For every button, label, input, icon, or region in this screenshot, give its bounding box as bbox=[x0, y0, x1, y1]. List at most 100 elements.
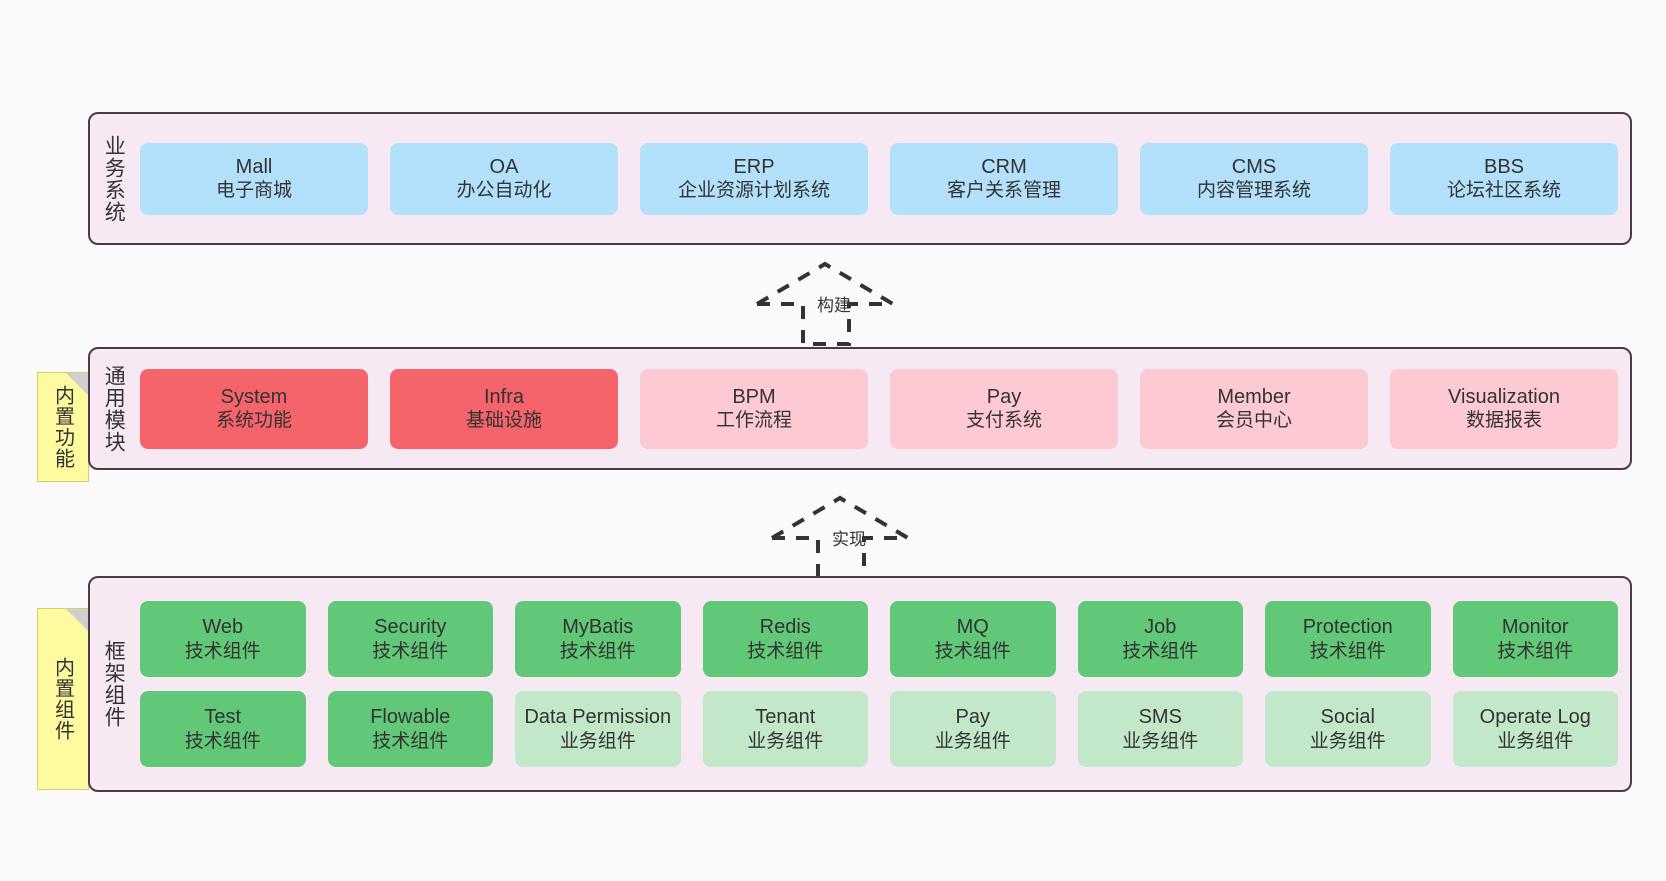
box-test-sub: 技术组件 bbox=[184, 730, 261, 752]
box-mall-name: Mall bbox=[235, 155, 273, 178]
box-tenant-name: Tenant bbox=[755, 706, 816, 729]
box-infra-sub: 基础设施 bbox=[465, 410, 542, 432]
box-cms-name: CMS bbox=[1231, 155, 1277, 178]
layer-common-modules: 通用模块 System 系统功能 Infra 基础设施 BPM 工作流程 Pay… bbox=[88, 347, 1632, 470]
layer-business-systems: 业务系统 Mall 电子商城 OA 办公自动化 ERP 企业资源计划系统 CRM… bbox=[88, 112, 1632, 245]
connector-build-label: 构建 bbox=[817, 296, 851, 315]
box-bbs-name: BBS bbox=[1483, 155, 1525, 178]
box-security-name: Security bbox=[374, 616, 447, 639]
box-oa[interactable]: OA 办公自动化 bbox=[390, 142, 618, 215]
box-bpm-sub: 工作流程 bbox=[715, 410, 792, 432]
box-member-sub: 会员中心 bbox=[1215, 410, 1292, 432]
box-pay-component[interactable]: Pay 业务组件 bbox=[890, 691, 1056, 767]
box-web-sub: 技术组件 bbox=[184, 640, 261, 662]
box-erp[interactable]: ERP 企业资源计划系统 bbox=[640, 142, 868, 215]
box-operate-log-sub: 业务组件 bbox=[1497, 730, 1574, 752]
box-oa-name: OA bbox=[489, 155, 519, 178]
box-redis-sub: 技术组件 bbox=[747, 640, 824, 662]
box-cms-sub: 内容管理系统 bbox=[1196, 180, 1311, 202]
layer-title-business-systems: 业务系统 bbox=[102, 134, 126, 223]
row-tech-components: Web 技术组件 Security 技术组件 MyBatis 技术组件 Redi… bbox=[140, 601, 1618, 677]
box-social-name: Social bbox=[1320, 706, 1375, 729]
box-visualization-sub: 数据报表 bbox=[1465, 410, 1542, 432]
row-common-modules: System 系统功能 Infra 基础设施 BPM 工作流程 Pay 支付系统… bbox=[140, 368, 1618, 449]
box-job-name: Job bbox=[1144, 616, 1177, 639]
box-test[interactable]: Test 技术组件 bbox=[140, 691, 306, 767]
box-pay-module[interactable]: Pay 支付系统 bbox=[890, 368, 1118, 449]
box-redis[interactable]: Redis 技术组件 bbox=[702, 601, 868, 677]
box-operate-log[interactable]: Operate Log 业务组件 bbox=[1452, 691, 1618, 767]
box-mq-name: MQ bbox=[956, 616, 989, 639]
box-monitor-sub: 技术组件 bbox=[1497, 640, 1574, 662]
box-protection-name: Protection bbox=[1302, 616, 1393, 639]
box-data-permission[interactable]: Data Permission 业务组件 bbox=[515, 691, 681, 767]
box-web[interactable]: Web 技术组件 bbox=[140, 601, 306, 677]
box-mybatis-name: MyBatis bbox=[562, 616, 634, 639]
layer-framework-components: 框架组件 Web 技术组件 Security 技术组件 MyBatis 技术组件… bbox=[88, 576, 1632, 792]
note-builtin-components-label: 内置组件 bbox=[51, 657, 74, 741]
layer-body-business-systems: Mall 电子商城 OA 办公自动化 ERP 企业资源计划系统 CRM 客户关系… bbox=[136, 114, 1630, 243]
box-visualization-name: Visualization bbox=[1448, 385, 1560, 408]
connector-implement: 实现 bbox=[770, 492, 916, 580]
box-data-permission-sub: 业务组件 bbox=[559, 730, 636, 752]
box-system-name: System bbox=[220, 385, 288, 408]
note-builtin-components: 内置组件 bbox=[37, 608, 89, 790]
row-business-components: Test 技术组件 Flowable 技术组件 Data Permission … bbox=[140, 691, 1618, 767]
box-infra-name: Infra bbox=[483, 385, 525, 408]
box-mall[interactable]: Mall 电子商城 bbox=[140, 142, 368, 215]
connector-build: 构建 bbox=[755, 258, 901, 346]
box-pay-component-sub: 业务组件 bbox=[934, 730, 1011, 752]
layer-title-framework-components: 框架组件 bbox=[102, 640, 126, 728]
box-job-sub: 技术组件 bbox=[1122, 640, 1199, 662]
note-builtin-features: 内置功能 bbox=[37, 372, 89, 482]
box-crm[interactable]: CRM 客户关系管理 bbox=[890, 142, 1118, 215]
box-protection-sub: 技术组件 bbox=[1309, 640, 1386, 662]
box-social[interactable]: Social 业务组件 bbox=[1265, 691, 1431, 767]
box-crm-name: CRM bbox=[981, 155, 1027, 178]
box-system[interactable]: System 系统功能 bbox=[140, 368, 368, 449]
box-pay-module-name: Pay bbox=[986, 385, 1022, 408]
box-operate-log-name: Operate Log bbox=[1479, 706, 1591, 729]
box-data-permission-name: Data Permission bbox=[524, 706, 672, 729]
box-protection[interactable]: Protection 技术组件 bbox=[1265, 601, 1431, 677]
box-tenant-sub: 业务组件 bbox=[747, 730, 824, 752]
box-job[interactable]: Job 技术组件 bbox=[1077, 601, 1243, 677]
box-test-name: Test bbox=[204, 706, 242, 729]
note-fold-corner-icon bbox=[66, 609, 88, 631]
box-security[interactable]: Security 技术组件 bbox=[327, 601, 493, 677]
box-crm-sub: 客户关系管理 bbox=[946, 180, 1061, 202]
box-pay-component-name: Pay bbox=[955, 706, 990, 729]
box-sms-sub: 业务组件 bbox=[1122, 730, 1199, 752]
layer-body-framework-components: Web 技术组件 Security 技术组件 MyBatis 技术组件 Redi… bbox=[136, 578, 1630, 790]
box-bpm[interactable]: BPM 工作流程 bbox=[640, 368, 868, 449]
box-member-name: Member bbox=[1217, 385, 1291, 408]
box-member[interactable]: Member 会员中心 bbox=[1140, 368, 1368, 449]
box-bbs[interactable]: BBS 论坛社区系统 bbox=[1390, 142, 1618, 215]
box-visualization[interactable]: Visualization 数据报表 bbox=[1390, 368, 1618, 449]
box-mall-sub: 电子商城 bbox=[215, 180, 292, 202]
box-flowable-sub: 技术组件 bbox=[372, 730, 449, 752]
box-system-sub: 系统功能 bbox=[215, 410, 292, 432]
box-oa-sub: 办公自动化 bbox=[456, 180, 552, 202]
box-sms[interactable]: SMS 业务组件 bbox=[1077, 691, 1243, 767]
box-mybatis-sub: 技术组件 bbox=[559, 640, 636, 662]
row-business-systems: Mall 电子商城 OA 办公自动化 ERP 企业资源计划系统 CRM 客户关系… bbox=[140, 142, 1618, 215]
layer-title-common-modules: 通用模块 bbox=[102, 364, 126, 453]
box-cms[interactable]: CMS 内容管理系统 bbox=[1140, 142, 1368, 215]
box-pay-module-sub: 支付系统 bbox=[965, 410, 1042, 432]
box-monitor[interactable]: Monitor 技术组件 bbox=[1452, 601, 1618, 677]
box-infra[interactable]: Infra 基础设施 bbox=[390, 368, 618, 449]
box-security-sub: 技术组件 bbox=[372, 640, 449, 662]
box-bbs-sub: 论坛社区系统 bbox=[1446, 180, 1561, 202]
box-redis-name: Redis bbox=[759, 616, 811, 639]
connector-implement-label: 实现 bbox=[832, 530, 866, 549]
box-flowable[interactable]: Flowable 技术组件 bbox=[327, 691, 493, 767]
note-builtin-features-label: 内置功能 bbox=[51, 385, 74, 469]
box-mybatis[interactable]: MyBatis 技术组件 bbox=[515, 601, 681, 677]
box-tenant[interactable]: Tenant 业务组件 bbox=[702, 691, 868, 767]
box-erp-sub: 企业资源计划系统 bbox=[677, 180, 830, 202]
dashed-hollow-arrow-up-icon bbox=[755, 261, 895, 346]
box-social-sub: 业务组件 bbox=[1309, 730, 1386, 752]
box-mq[interactable]: MQ 技术组件 bbox=[890, 601, 1056, 677]
